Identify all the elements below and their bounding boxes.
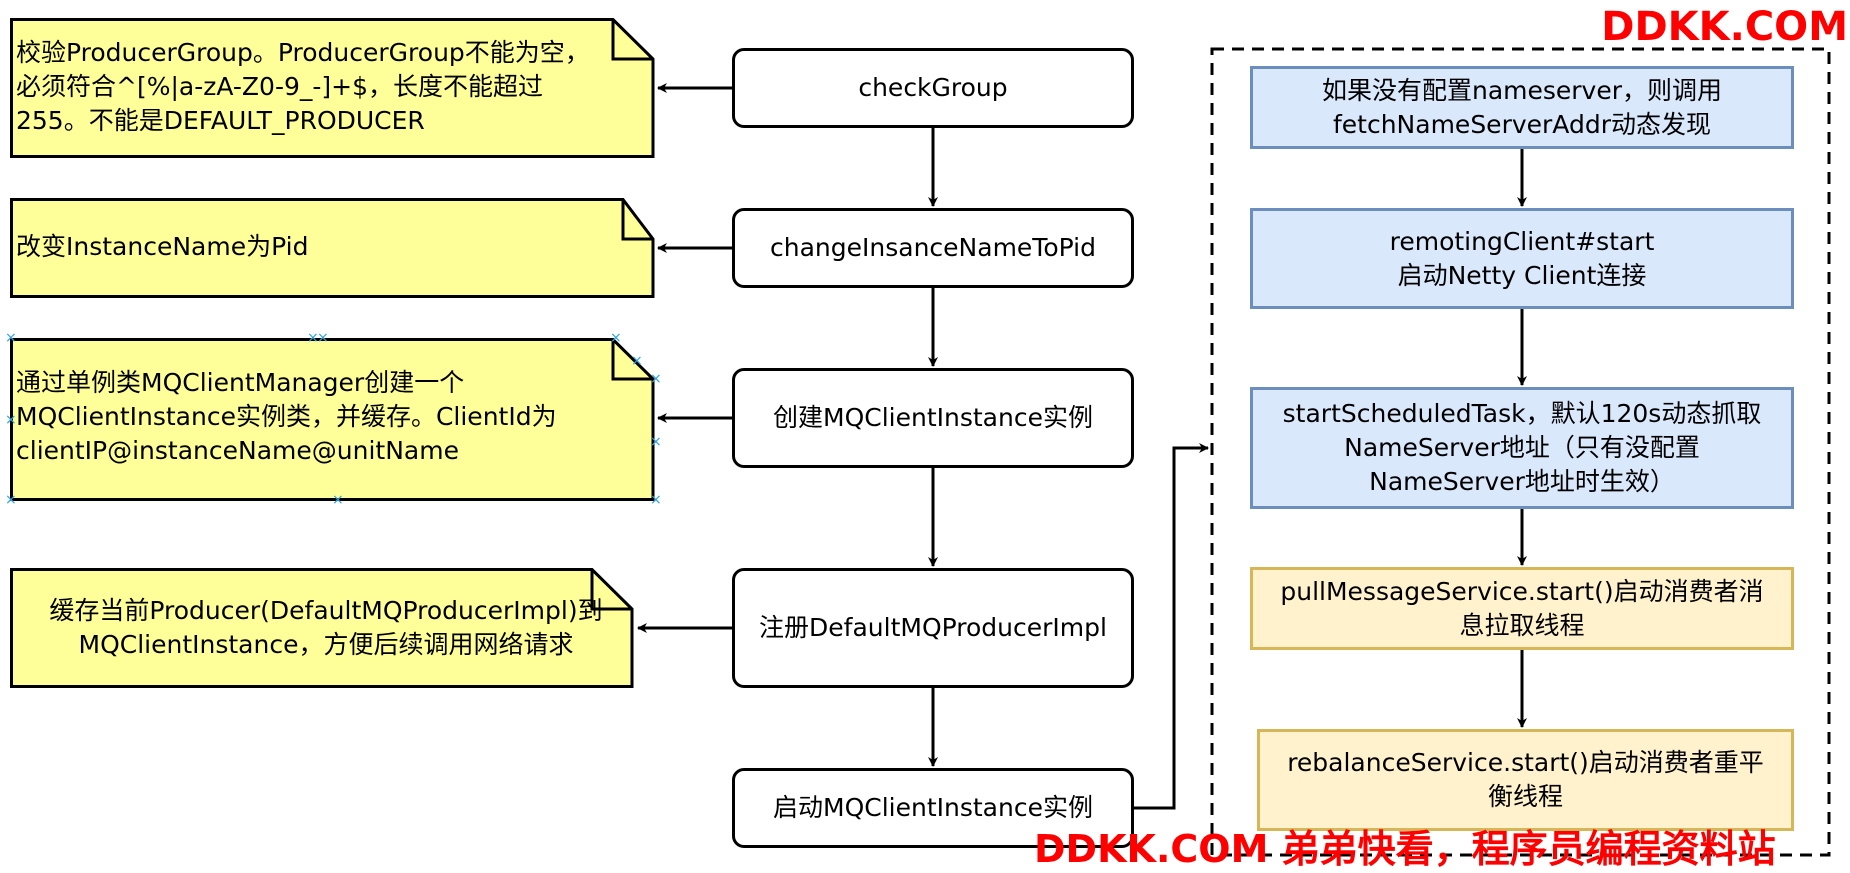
selection-handle[interactable]: × — [317, 330, 329, 346]
note-check-group: 校验ProducerGroup。ProducerGroup不能为空， 必须符合^… — [10, 18, 655, 158]
dashed-container — [1210, 47, 1831, 857]
note-text: 校验ProducerGroup。ProducerGroup不能为空， 必须符合^… — [16, 38, 590, 135]
note-shape — [10, 338, 655, 501]
step-fetch-nameserver[interactable]: 如果没有配置nameserver，则调用 fetchNameServerAddr… — [1250, 66, 1794, 149]
selection-handle[interactable]: × — [332, 492, 344, 508]
step-pull-message-service[interactable]: pullMessageService.start()启动消费者消 息拉取线程 — [1250, 567, 1794, 650]
selection-handle[interactable]: × — [650, 371, 662, 387]
note-shape — [10, 198, 655, 298]
step-scheduled-task[interactable]: startScheduledTask，默认120s动态抓取 NameServer… — [1250, 387, 1794, 509]
note-shape — [10, 18, 655, 158]
note-change-name: 改变InstanceName为Pid — [10, 198, 655, 298]
selection-handle[interactable]: × — [650, 434, 662, 450]
note-cache-producer: 缓存当前Producer(DefaultMQProducerImpl)到 MQC… — [10, 568, 634, 688]
selection-handle[interactable]: × — [5, 330, 17, 346]
note-text: 缓存当前Producer(DefaultMQProducerImpl)到 MQC… — [49, 596, 603, 659]
flow-register-producer[interactable]: 注册DefaultMQProducerImpl — [732, 568, 1134, 688]
watermark-top: DDKK.COM — [1601, 4, 1848, 50]
flow-start-client-instance[interactable]: 启动MQClientInstance实例 — [732, 768, 1134, 848]
flow-check-group[interactable]: checkGroup — [732, 48, 1134, 128]
note-text: 改变InstanceName为Pid — [16, 232, 309, 261]
flow-change-instance-name[interactable]: changeInsanceNameToPid — [732, 208, 1134, 288]
step-remoting-client-start[interactable]: remotingClient#start 启动Netty Client连接 — [1250, 208, 1794, 309]
note-shape — [10, 568, 634, 688]
selection-handle[interactable]: × — [631, 353, 643, 369]
selection-handle[interactable]: × — [5, 412, 17, 428]
selection-handle[interactable]: × — [307, 330, 319, 346]
note-text: 通过单例类MQClientManager创建一个 MQClientInstanc… — [16, 368, 557, 465]
arrow-start-to-container — [1134, 443, 1209, 810]
note-create-instance: 通过单例类MQClientManager创建一个 MQClientInstanc… — [5, 331, 662, 507]
step-rebalance-service[interactable]: rebalanceService.start()启动消费者重平 衡线程 — [1257, 729, 1794, 831]
selection-handle[interactable]: × — [610, 330, 622, 346]
flow-create-client-instance[interactable]: 创建MQClientInstance实例 — [732, 368, 1134, 468]
watermark-bottom: DDKK.COM 弟弟快看，程序员编程资料站 — [1034, 827, 1776, 871]
selection-handle[interactable]: × — [650, 492, 662, 508]
selection-handle[interactable]: × — [5, 492, 17, 508]
